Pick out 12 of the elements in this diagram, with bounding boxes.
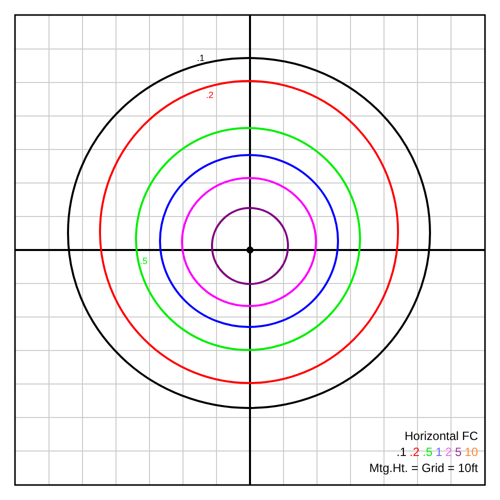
legend-value: 2: [445, 444, 452, 460]
contour-label: .5: [139, 257, 149, 266]
legend-value: .5: [422, 444, 433, 460]
legend-value: 1: [436, 444, 442, 460]
legend-value: .1: [396, 444, 407, 460]
legend-value: 10: [464, 444, 478, 460]
legend-title: Horizontal FC: [404, 428, 478, 444]
note: Mtg.Ht. = Grid = 10ft: [369, 460, 478, 476]
legend-value: 5: [454, 444, 462, 460]
contour-label: .1: [196, 54, 206, 63]
contour-label: .2: [205, 91, 215, 100]
legend-value: .2: [410, 444, 420, 460]
